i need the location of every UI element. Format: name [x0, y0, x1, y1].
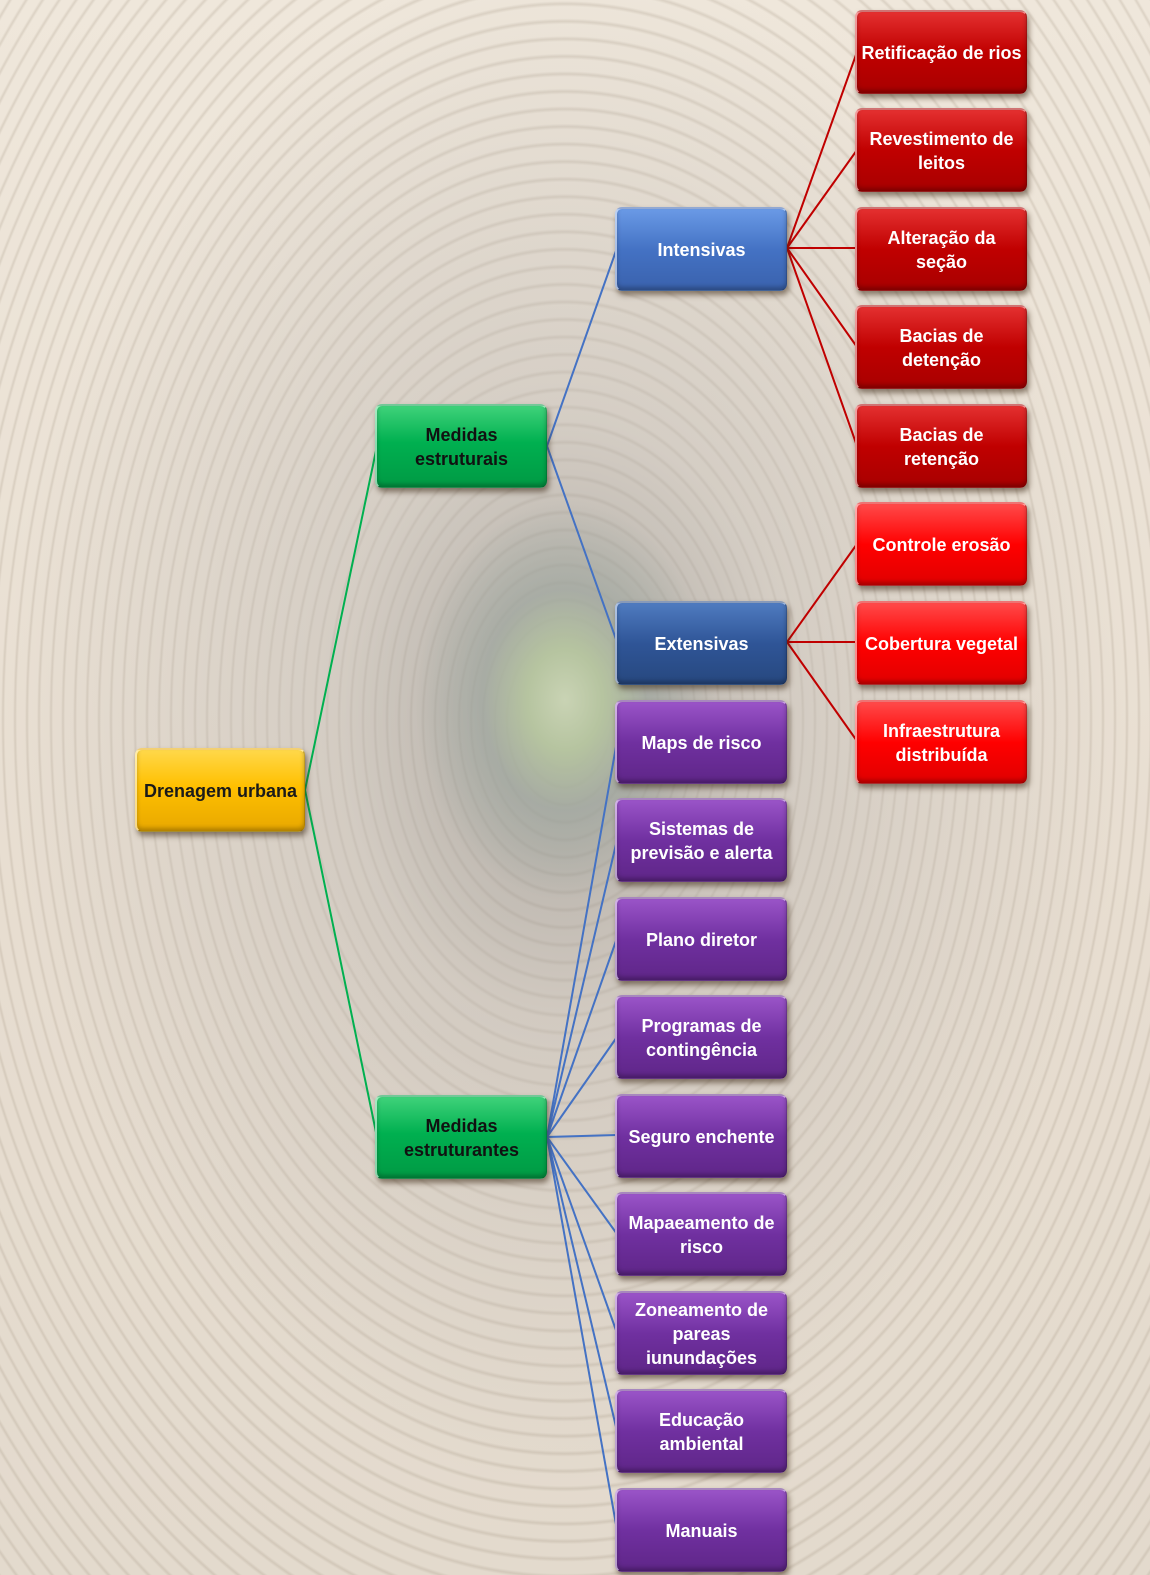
node-intensivas-child-label: Retificação de rios: [861, 42, 1022, 63]
node-estruturantes-child: Sistemas de previsão e alerta: [615, 798, 787, 882]
node-intensivas-child: Bacias de detenção: [855, 305, 1027, 389]
connector-estruturantes-1: [546, 740, 618, 1138]
node-intensivas-child-label: Alteração da seção: [887, 227, 996, 272]
estruturantes-connectors: [546, 740, 618, 1531]
node-extensivas-label: Extensivas: [654, 633, 749, 654]
node-estruturantes-child-label: Manuais: [665, 1520, 738, 1541]
connector-root-estruturais: [304, 445, 378, 791]
root-connectors: [304, 445, 378, 1138]
connector-estruturantes-3: [546, 937, 618, 1138]
node-estruturantes-child-label: Programas de contingência: [641, 1015, 762, 1060]
connector-estruturantes-8: [546, 1136, 618, 1432]
connector-estruturantes-2: [546, 839, 618, 1138]
node-extensivas-child-label: Infraestrutura distribuída: [882, 720, 1001, 765]
node-estruturantes-child: Educação ambiental: [615, 1389, 787, 1473]
node-medidas-estruturais: Medidas estruturais: [375, 404, 547, 488]
node-root: Drenagem urbana: [135, 748, 305, 832]
connector-extensivas-1: [786, 543, 858, 643]
node-estruturantes-child-label: Maps de risco: [641, 732, 762, 753]
connector-estruturantes-5: [546, 1134, 618, 1138]
connector-extensivas-3: [786, 641, 858, 742]
node-estruturantes-child-label: Plano diretor: [645, 929, 757, 950]
node-estruturantes-child-label: Sistemas de previsão e alerta: [630, 818, 773, 863]
connector-intensivas-2: [786, 149, 858, 249]
node-extensivas-child: Cobertura vegetal: [855, 601, 1027, 685]
node-estruturantes-child: Manuais: [615, 1488, 787, 1572]
node-estruturantes-child-label: Mapaeamento de risco: [628, 1212, 775, 1257]
node-estruturantes-child-label: Educação ambiental: [658, 1409, 745, 1454]
connector-intensivas-5: [786, 247, 858, 447]
connector-estruturantes-4: [546, 1036, 618, 1138]
node-estruturantes-child: Seguro enchente: [615, 1094, 787, 1178]
connector-estruturantes-9: [546, 1136, 618, 1531]
connector-intensivas-4: [786, 247, 858, 348]
connector-estruturais-intensivas: [546, 247, 618, 447]
extensivas-connectors: [786, 543, 858, 742]
node-medidas-estruturantes-label: Medidas estruturantes: [403, 1115, 520, 1160]
node-intensivas: Intensivas: [615, 207, 787, 291]
node-estruturantes-child: Plano diretor: [615, 897, 787, 981]
connector-estruturais-extensivas: [546, 445, 618, 643]
node-extensivas: Extensivas: [615, 601, 787, 685]
node-extensivas-child: Controle erosão: [855, 502, 1027, 586]
node-medidas-estruturantes: Medidas estruturantes: [375, 1095, 547, 1179]
node-extensivas-child-label: Cobertura vegetal: [864, 633, 1019, 654]
node-estruturantes-child: Programas de contingência: [615, 995, 787, 1079]
node-intensivas-child: Bacias de retenção: [855, 404, 1027, 488]
intensivas-connectors: [786, 51, 858, 447]
node-intensivas-child: Alteração da seção: [855, 207, 1027, 291]
node-extensivas-child-label: Controle erosão: [872, 534, 1011, 555]
node-root-label: Drenagem urbana: [143, 780, 298, 801]
node-extensivas-child: Infraestrutura distribuída: [855, 700, 1027, 784]
connector-intensivas-1: [786, 51, 858, 249]
node-intensivas-child-label: Bacias de detenção: [899, 325, 984, 370]
estruturais-connectors: [546, 247, 618, 643]
node-intensivas-label: Intensivas: [657, 239, 746, 260]
node-estruturantes-child: Mapaeamento de risco: [615, 1192, 787, 1276]
connector-estruturantes-7: [546, 1136, 618, 1334]
node-intensivas-child: Revestimento de leitos: [855, 108, 1027, 192]
node-intensivas-child-label: Revestimento de leitos: [869, 128, 1014, 173]
node-estruturantes-child-label: Zoneamento de pareas iunundações: [634, 1299, 768, 1368]
node-medidas-estruturais-label: Medidas estruturais: [414, 424, 509, 469]
connector-root-estruturantes: [304, 789, 378, 1138]
connector-estruturantes-6: [546, 1136, 618, 1235]
node-intensivas-child: Retificação de rios: [855, 10, 1027, 94]
node-intensivas-child-label: Bacias de retenção: [899, 424, 984, 469]
node-estruturantes-child: Maps de risco: [615, 700, 787, 784]
node-estruturantes-child-label: Seguro enchente: [628, 1126, 775, 1147]
node-estruturantes-child: Zoneamento de pareas iunundações: [615, 1291, 787, 1375]
